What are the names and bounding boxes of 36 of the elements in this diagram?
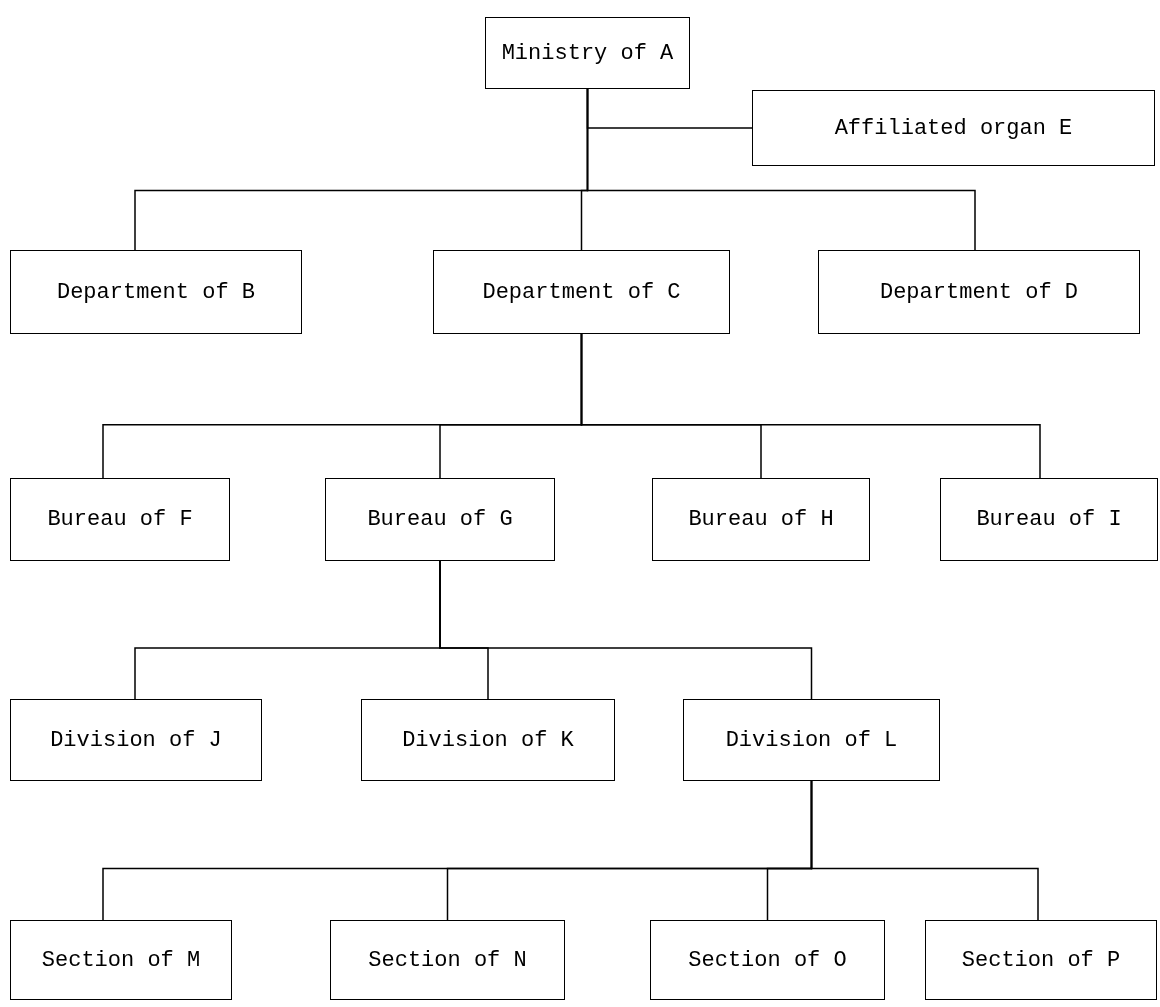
org-box (818, 250, 1140, 334)
org-box (433, 250, 730, 334)
org-box (925, 920, 1157, 1000)
connector-line (586, 88, 976, 251)
unit-name: Section of O (688, 947, 847, 973)
unit-name: Division of L (725, 727, 898, 753)
unit-name: Affiliated organ E (834, 115, 1073, 141)
unit-name: Department of C (482, 279, 681, 305)
unit-name: Department of D (879, 279, 1078, 305)
org-box (361, 699, 615, 781)
org-box (325, 478, 555, 561)
org-box (940, 478, 1158, 561)
org-box (652, 478, 870, 561)
unit-name: Bureau of I (976, 507, 1122, 532)
connector-line (580, 333, 1041, 479)
org-box (485, 17, 690, 89)
unit-name: Bureau of G (367, 507, 513, 532)
org-box (650, 920, 885, 1000)
unit-name: Ministry of A (501, 40, 674, 66)
unit-name: Division of J (50, 727, 222, 753)
connector-line (810, 780, 1039, 921)
org-box (752, 90, 1155, 166)
unit-name: Bureau of F (47, 507, 193, 532)
unit-name: Bureau of H (688, 507, 834, 532)
org-box (10, 920, 232, 1000)
org-box (683, 699, 940, 781)
org-box (330, 920, 565, 1000)
unit-name: Department of B (56, 279, 255, 305)
connector-line (439, 560, 813, 700)
org-box (10, 699, 262, 781)
unit-name: Section of M (41, 947, 201, 973)
unit-name: Section of P (961, 947, 1121, 973)
org-box (10, 250, 302, 334)
unit-name: Section of N (368, 947, 527, 973)
org-box (10, 478, 230, 561)
unit-name: Division of K (402, 727, 574, 753)
